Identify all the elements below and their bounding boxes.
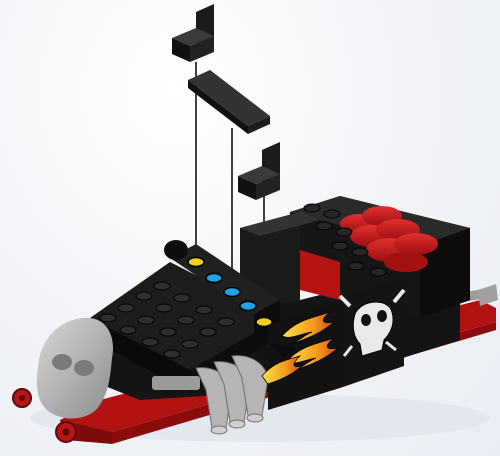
plate-part-icon: [188, 70, 270, 134]
bracket-part-icon: [238, 142, 280, 200]
bracket-part-icon: [172, 4, 214, 62]
gray-axle-pipe: [152, 376, 200, 390]
